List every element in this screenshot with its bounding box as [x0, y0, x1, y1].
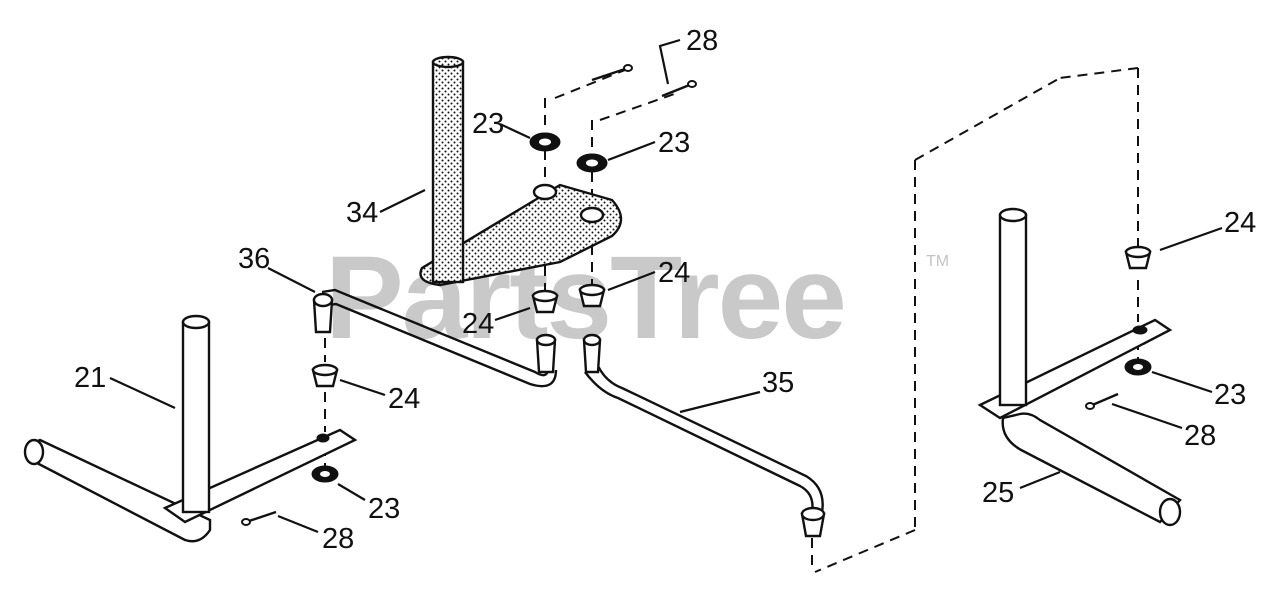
callout-24-a: 24 [1224, 207, 1256, 239]
washer-23-c-hole [320, 471, 330, 477]
washers-23 [311, 132, 1152, 483]
callout-21: 21 [74, 362, 106, 394]
watermark: PartsTree TM [325, 232, 949, 364]
part-25-right-spindle [977, 207, 1182, 527]
washer-23-d-hole [1133, 364, 1143, 370]
callout-36: 36 [238, 243, 270, 275]
callout-23-c: 23 [368, 493, 400, 525]
washer-23-a-hole [539, 138, 551, 146]
cotter-pins-28 [241, 64, 1119, 526]
callout-24-d: 24 [388, 383, 420, 415]
callout-24-b: 24 [658, 257, 690, 289]
callout-35: 35 [762, 367, 794, 399]
bushings-24 [311, 245, 1152, 388]
callout-24-c: 24 [462, 308, 494, 340]
callout-23-b: 23 [658, 127, 690, 159]
washer-23-b-hole [586, 159, 598, 167]
watermark-trademark: TM [926, 253, 949, 270]
callout-23-d: 23 [1214, 379, 1246, 411]
leader-lines [109, 38, 1223, 534]
assembly-lines [324, 67, 1139, 573]
callout-23-a: 23 [472, 108, 504, 140]
callout-34: 34 [346, 197, 378, 229]
callout-28-b: 28 [1184, 420, 1216, 452]
callout-28-a: 28 [686, 25, 718, 57]
part-21-left-spindle [23, 314, 358, 543]
callout-25: 25 [982, 477, 1014, 509]
part-36-drag-link [312, 288, 558, 388]
callout-labels: 21 23 23 23 23 24 24 24 24 25 28 28 28 3… [74, 25, 1256, 555]
part-34-steering-arm [419, 55, 623, 287]
callout-28-c: 28 [322, 523, 354, 555]
part-35-tie-rod [582, 333, 826, 538]
